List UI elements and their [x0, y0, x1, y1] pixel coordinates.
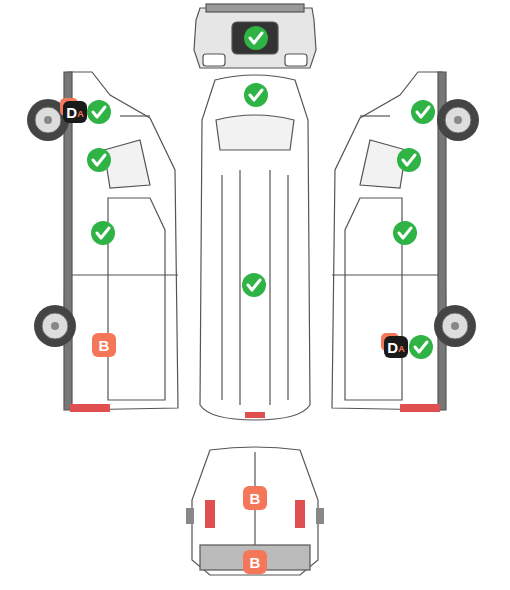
damage-badge: B	[243, 550, 267, 574]
damage-badge: B	[92, 333, 116, 357]
badge-letter: D	[66, 105, 77, 120]
badge-letter: B	[99, 338, 110, 353]
badge-letter: A	[398, 345, 405, 354]
badge-letter: A	[77, 110, 84, 119]
badge-letter: D	[387, 340, 398, 355]
damage-badge: B	[243, 486, 267, 510]
dent-badge: DA	[63, 101, 87, 123]
dent-badge: DA	[384, 336, 408, 358]
badge-letter: B	[250, 491, 261, 506]
badge-letter: B	[250, 555, 261, 570]
